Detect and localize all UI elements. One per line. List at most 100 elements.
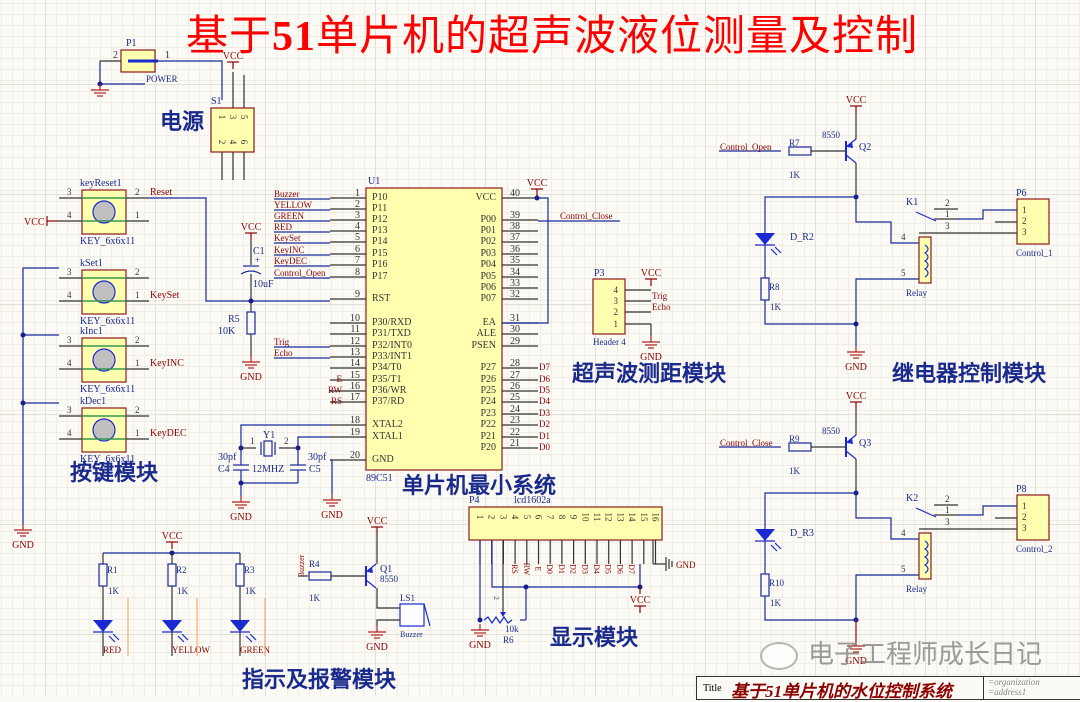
r5-ref: R5 <box>228 314 240 325</box>
mcu-pin-name-36: P03 <box>480 248 496 259</box>
relay1-connector-body <box>1016 198 1050 245</box>
lcd-value: lcd1602a <box>514 495 551 506</box>
mcu-net-7: KeyDEC <box>274 256 307 266</box>
p3-vcc: VCC <box>641 268 662 279</box>
mcu-net-17: RS <box>331 396 342 406</box>
pot-value: 10k <box>505 624 519 634</box>
mcu-pin-num-39: 39 <box>510 210 520 221</box>
mcu-pin-name-31: EA <box>483 317 497 328</box>
r4-resistor <box>308 571 332 581</box>
led-net-0: RED <box>103 645 122 655</box>
key-pin-1: 1 <box>135 358 140 368</box>
y1-ref: Y1 <box>263 430 275 441</box>
relay1-led-resistor <box>760 277 770 301</box>
mcu-pin-num-32: 32 <box>510 289 520 300</box>
mcu-pin-num-14: 14 <box>350 358 360 369</box>
y1-pin2: 2 <box>284 436 289 446</box>
title-block-org: =organization=address1 <box>983 677 1080 699</box>
indicator-led-icon-2 <box>230 620 250 632</box>
led-r-ref-0: R1 <box>107 565 118 575</box>
mcu-pin-num-27: 27 <box>510 370 520 381</box>
led-r-ref-1: R2 <box>176 565 187 575</box>
mcu-net-22: D1 <box>539 431 550 441</box>
c5-ref: C5 <box>309 464 321 475</box>
led-ray2 <box>249 633 257 641</box>
key-pin-1: 1 <box>135 428 140 438</box>
p3-value: Header 4 <box>593 337 626 347</box>
key-ref-1: kSet1 <box>80 258 103 269</box>
mcu-pin-name-24: P23 <box>480 408 496 419</box>
q1-value: 8550 <box>380 574 399 584</box>
lcd-pin-2: 2 <box>487 515 497 520</box>
p3-net-echo: Echo <box>652 302 671 312</box>
pot-wiper-arrow <box>500 612 506 617</box>
s1-inner-bot-1: 4 <box>228 140 238 145</box>
lcd-net-D1: D1 <box>557 564 566 574</box>
key-pin-2: 2 <box>135 405 140 415</box>
key-pin-4: 4 <box>67 210 72 220</box>
mcu-net-3: GREEN <box>274 211 304 221</box>
relay1-gnd: GND <box>845 362 867 373</box>
title-prefix: 基于 <box>186 14 273 60</box>
mcu-part: 89C51 <box>366 473 393 484</box>
mcu-net-16: RW <box>328 385 343 395</box>
p1-pin2: 2 <box>113 50 118 61</box>
mcu-pin-num-17: 17 <box>350 392 360 403</box>
lcd-gnd: GND <box>469 640 491 651</box>
switch-s1-body <box>210 107 255 153</box>
relay1-net-in: Control_Open <box>720 142 772 152</box>
p1-ref: P1 <box>126 38 137 49</box>
led-ray1 <box>177 635 185 643</box>
transistor-arrow <box>367 567 373 573</box>
relay1-relay-contact <box>915 211 937 222</box>
relay2-led-wire <box>764 492 856 529</box>
mcu-pin-num-18: 18 <box>350 415 360 426</box>
key-ref-0: keyReset1 <box>80 178 122 189</box>
mcu-net-23: D2 <box>539 419 550 429</box>
s1-ref: S1 <box>211 96 222 107</box>
led-r-value-2: 1K <box>245 586 257 596</box>
mcu-vcc: VCC <box>527 178 548 189</box>
c4-ref: C4 <box>218 464 230 475</box>
relay1-q-value: 8550 <box>822 130 841 140</box>
indicator-led-icon-0 <box>93 620 113 632</box>
lcd-net-RS: RS <box>510 564 519 574</box>
module-label-relay: 继电器控制模块 <box>892 361 1047 387</box>
transistor-arrow <box>847 142 853 148</box>
key-pin-2: 2 <box>135 267 140 277</box>
ea-wire <box>502 197 549 324</box>
mcu-net-39: Control_Close <box>560 211 613 221</box>
c1-plate-curved <box>240 270 262 275</box>
mcu-pin-num-25: 25 <box>510 392 520 403</box>
relay1-led-r-ref: R8 <box>769 282 780 292</box>
p3-ref: P3 <box>594 268 605 279</box>
lcd-net-D0: D0 <box>545 564 554 574</box>
mcu-gnd: GND <box>321 510 343 521</box>
c4-value: 30pf <box>218 452 237 463</box>
relay2-connector-body <box>1016 494 1050 541</box>
reset-gnd: GND <box>240 372 262 383</box>
lcd-net-E: E <box>534 567 543 572</box>
crystal-y1 <box>263 440 273 457</box>
relay1-conn-value: Control_1 <box>1016 248 1053 258</box>
watermark-text: 电子工程师成长日记 <box>808 640 1043 670</box>
relay1-base-resistor <box>788 146 812 156</box>
lcd-pin-11: 11 <box>592 513 602 522</box>
mcu-pin-name-1: P10 <box>372 192 388 203</box>
c5-value: 30pf <box>308 452 327 463</box>
lcd-pin-6: 6 <box>534 515 544 520</box>
mcu-net-6: KeyINC <box>274 245 305 255</box>
mcu-pin-num-1: 1 <box>355 188 360 199</box>
transistor-collector <box>845 154 857 164</box>
lcd-ref: P4 <box>469 495 480 506</box>
key-pin-4: 4 <box>67 358 72 368</box>
relay2-conn-value: Control_2 <box>1016 544 1053 554</box>
title-bold: 51 <box>272 14 317 60</box>
relay1-led-ref: D_R2 <box>790 232 814 243</box>
key-common-wire <box>22 267 59 524</box>
lcd-pin-15: 15 <box>639 513 649 523</box>
mcu-pin-num-35: 35 <box>510 255 520 266</box>
led-resistor-1 <box>167 563 177 587</box>
